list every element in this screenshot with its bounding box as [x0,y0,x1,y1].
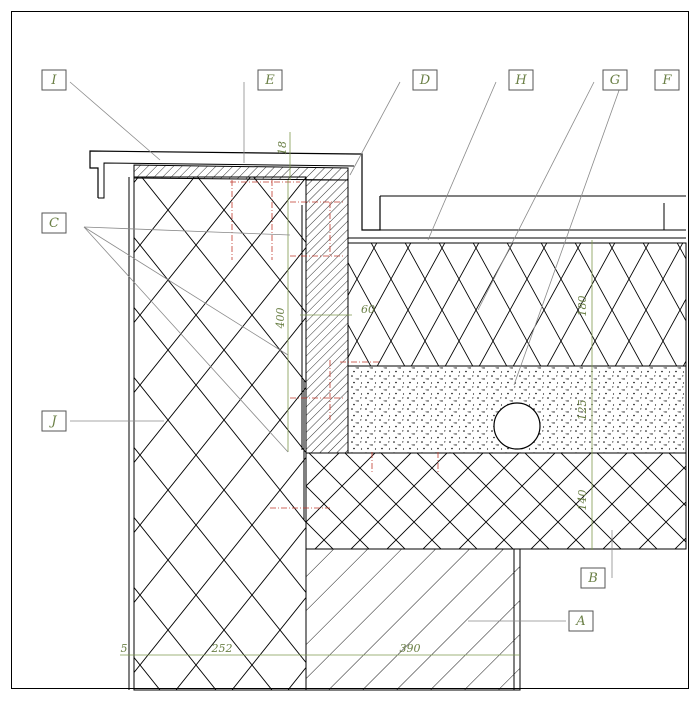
dim-252: 252 [211,642,233,655]
svg-text:G: G [610,73,620,88]
wall-insulation-j [133,176,307,691]
dim-400: 400 [274,308,287,330]
coping-outline [89,150,381,231]
floor-finish-box-end [663,203,686,231]
dim-5: 5 [121,642,128,655]
svg-text:J: J [48,414,57,429]
svg-text:D: D [419,73,431,88]
dim-125: 125 [576,400,589,421]
slab-b [305,452,687,550]
svg-text:A: A [575,614,585,629]
svg-text:H: H [514,73,527,88]
label-d: D [412,69,438,91]
dim-140: 140 [576,490,589,511]
dim-390: 390 [400,642,421,655]
edge-strip-d [305,179,349,454]
coping-inner [98,162,355,199]
dimension-lines [120,132,593,656]
dim-180: 180 [576,296,589,317]
concrete-wall-a [305,548,521,691]
svg-text:F: F [661,73,672,88]
dim-60: 60 [361,303,375,316]
label-c: C [41,212,67,234]
svg-text:C: C [49,216,59,231]
dim-18: 18 [276,141,289,155]
label-f: F [654,69,680,91]
cap-e [133,164,349,181]
floor-insulation-g [347,242,687,367]
svg-text:E: E [264,73,275,88]
svg-text:B: B [587,571,598,586]
label-h: H [508,69,534,91]
label-j: J [41,410,67,432]
label-e: E [257,69,283,91]
pipe [493,402,541,450]
leader-lines [69,81,623,622]
label-g: G [602,69,628,91]
svg-text:I: I [50,73,57,88]
label-i: I [41,69,67,91]
label-a: A [568,610,594,632]
label-b: B [580,567,606,589]
